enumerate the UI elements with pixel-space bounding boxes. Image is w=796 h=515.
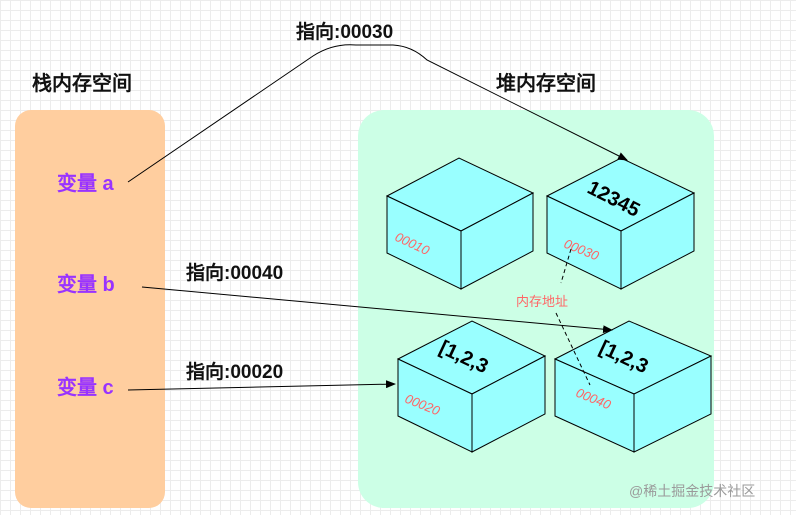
heap-box-00040: [1,2,3 00040 bbox=[553, 320, 713, 453]
heap-box-00030: 12345 00030 bbox=[545, 157, 696, 290]
pointer-label-a: 指向:00030 bbox=[296, 22, 394, 43]
variable-c: 变量 c bbox=[57, 377, 114, 399]
heap-box-00010: 00010 bbox=[385, 157, 535, 290]
stack-memory-panel bbox=[15, 110, 165, 508]
memory-address-label: 内存地址 bbox=[516, 294, 569, 309]
pointer-arrow-b bbox=[141, 286, 613, 334]
variable-b: 变量 b bbox=[57, 274, 115, 296]
pointer-label-b: 指向:00040 bbox=[186, 263, 284, 284]
pointer-arrow-a bbox=[127, 44, 628, 183]
variable-a: 变量 a bbox=[57, 173, 114, 195]
address-leader-top bbox=[560, 248, 572, 284]
address-leader-bottom bbox=[555, 312, 591, 386]
watermark: @稀土掘金技术社区 bbox=[629, 483, 756, 499]
heap-box-00020: [1,2,3 00020 bbox=[396, 320, 547, 453]
stack-title: 栈内存空间 bbox=[32, 73, 132, 95]
heap-title: 堆内存空间 bbox=[496, 73, 596, 95]
pointer-label-c: 指向:00020 bbox=[186, 362, 284, 383]
pointer-arrow-c bbox=[127, 380, 396, 391]
